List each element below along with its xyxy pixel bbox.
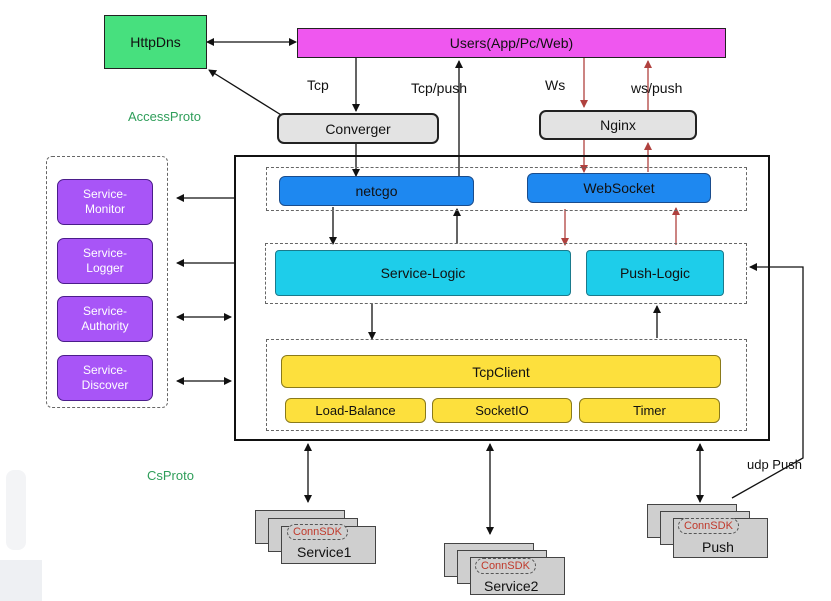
timer-label: Timer [633,403,666,418]
service-authority-box: Service-Authority [57,296,153,342]
tcp-push-label: Tcp/push [411,80,468,96]
service2-label: Service2 [484,578,539,594]
socketio-label: SocketIO [475,403,529,418]
service-authority-line1: Service- [82,304,127,318]
service1-stack: ConnSDK Service1 [255,510,380,568]
load-balance-label: Load-Balance [315,403,396,418]
service-logger-box: Service-Logger [57,238,153,284]
tcpclient-label: TcpClient [472,363,530,380]
timer-box: Timer [579,398,720,423]
httpdns-box: HttpDns [104,15,207,69]
tcp-label: Tcp [307,77,329,93]
client-layer [266,339,747,431]
push-logic-label: Push-Logic [619,265,691,281]
service-discover-line1: Service- [82,363,127,377]
core-container [234,155,770,441]
ws-label: Ws [545,77,566,93]
service-authority-line2: Authority [81,319,129,333]
websocket-box: WebSocket [527,173,711,203]
service-monitor-line1: Service- [82,187,127,201]
logic-layer [265,243,747,304]
service1-label: Service1 [297,544,352,560]
push-stack: ConnSDK Push [647,504,772,562]
users-box: Users(App/Pc/Web) [297,28,726,58]
side-services-group [46,156,168,408]
access-layer [266,167,747,211]
load-balance-box: Load-Balance [285,398,426,423]
push-logic-box: Push-Logic [586,250,724,296]
service-logger-line2: Logger [86,261,124,275]
service-monitor-line2: Monitor [84,202,125,216]
tcpclient-box: TcpClient [281,355,721,388]
service-logic-label: Service-Logic [380,265,466,281]
converger-label: Converger [325,120,391,137]
service2-stack: ConnSDK Service2 [444,543,569,601]
converger-box: Converger [277,113,439,144]
service-discover-box: Service-Discover [57,355,153,401]
service1-connsdk: ConnSDK [287,524,348,540]
nginx-label: Nginx [600,117,636,133]
service-logic-box: Service-Logic [275,250,571,296]
cs-proto-label: CsProto [147,468,194,483]
ws-push-label: ws/push [631,80,683,96]
netcgo-label: netcgo [355,183,398,199]
background-decoration [0,560,42,601]
service-discover-line2: Discover [81,378,129,392]
netcgo-box: netcgo [279,176,474,206]
arrow-converger-httpdns [208,69,287,119]
push-connsdk: ConnSDK [678,518,739,534]
service2-connsdk: ConnSDK [475,558,536,574]
background-decoration-2 [6,470,26,550]
socketio-box: SocketIO [432,398,572,423]
websocket-label: WebSocket [583,180,655,196]
udp-push-label: udp Push [747,457,802,472]
push-label: Push [702,539,734,555]
httpdns-label: HttpDns [130,34,181,50]
service-logger-line1: Service- [82,246,127,260]
users-label: Users(App/Pc/Web) [449,35,574,51]
nginx-box: Nginx [539,110,697,140]
service-monitor-box: Service-Monitor [57,179,153,225]
arrow-udp-push [731,263,804,499]
access-proto-label: AccessProto [128,109,201,124]
